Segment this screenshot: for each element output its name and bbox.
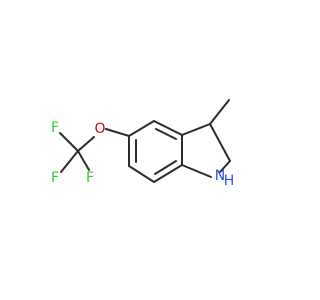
bond-c3a-c3: [181, 123, 211, 136]
molecule-structure: F F F O N H: [51, 99, 234, 189]
bond-c-f2: [60, 150, 79, 173]
bond-o-c5: [105, 128, 130, 137]
atom-h-label: H: [224, 173, 235, 189]
bond-c-f1: [59, 132, 79, 152]
bond-c7a-c7: [153, 164, 183, 183]
bond-c7-c6: [128, 165, 155, 183]
atom-labels: F F F O N H: [51, 120, 234, 189]
atom-o-label: O: [94, 121, 105, 137]
bond-c-f3: [77, 150, 90, 171]
atom-f1-label: F: [51, 120, 59, 136]
bond-c-o: [77, 136, 95, 152]
bond-n1-c7a: [181, 164, 212, 178]
bond-c3-methyl: [209, 99, 230, 125]
atom-f3-label: F: [86, 170, 94, 186]
atom-n-label: N: [215, 168, 225, 184]
bond-c5-c4: [128, 120, 155, 137]
bond-c2-n1: [219, 160, 231, 173]
double-bond-c7a-c7: [154, 160, 177, 175]
atom-f2-label: F: [51, 170, 59, 186]
bond-lines: [59, 99, 231, 183]
bond-c3-c2: [209, 123, 231, 162]
bond-c4-c3a: [153, 120, 183, 136]
double-bond-c4-c3a: [155, 128, 177, 140]
